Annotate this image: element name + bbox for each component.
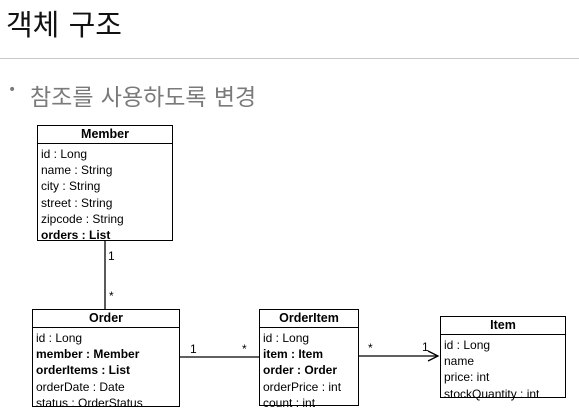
item-attributes: id : Long name price: int stockQuantity …: [441, 335, 565, 402]
item-end-multiplicity: 1: [422, 340, 429, 354]
member-attributes: id : Long name : String city : String st…: [38, 144, 172, 243]
item-attr-id: id : Long: [444, 338, 491, 352]
orderitem-attr-count: count : int: [263, 395, 316, 410]
bullet-marker: •: [8, 82, 17, 98]
member-attr-street: street : String: [41, 195, 113, 210]
orderitem-attr-order: order : Order: [263, 363, 338, 378]
member-attr-id: id : Long: [41, 147, 88, 161]
order-class-name: Order: [33, 310, 179, 328]
order-attr-orderitems: orderItems : List: [36, 363, 131, 378]
order-end-multiplicity: *: [109, 289, 114, 303]
orderitem-attr-orderprice: orderPrice : int: [263, 379, 342, 394]
item-class: Item id : Long name price: int stockQuan…: [440, 316, 566, 401]
orderitem-attr-item: item : Item: [263, 347, 324, 362]
member-attr-city: city : String: [41, 179, 101, 194]
title-divider: [0, 58, 579, 59]
slide-title: 객체 구조: [6, 8, 122, 42]
item-attr-price: price: int: [444, 370, 490, 385]
member-attr-orders: orders : List: [41, 228, 111, 243]
orderitem-class-name: OrderItem: [260, 310, 358, 328]
orderitem-attr-id: id : Long: [263, 331, 310, 345]
order-attr-orderdate: orderDate : Date: [36, 379, 125, 394]
order-class: Order id : Long member : Member orderIte…: [32, 309, 180, 410]
member-end-multiplicity: 1: [108, 249, 115, 263]
member-attr-zipcode: zipcode : String: [41, 211, 124, 226]
order-attr-status: status : OrderStatus: [36, 395, 143, 410]
order-attr-id: id : Long: [36, 331, 83, 345]
order-attributes: id : Long member : Member orderItems : L…: [33, 328, 179, 411]
orderitem-to-item-source-multiplicity: *: [368, 341, 373, 355]
bullet-text: 참조를 사용하도록 변경: [30, 85, 257, 111]
orderitem-side-multiplicity: *: [242, 342, 247, 356]
item-attr-stockquantity: stockQuantity : int: [444, 386, 540, 401]
item-attr-name: name: [444, 354, 475, 369]
order-attr-member: member : Member: [36, 347, 140, 362]
member-class: Member id : Long name : String city : St…: [37, 125, 173, 243]
member-class-name: Member: [38, 126, 172, 144]
orderitem-class: OrderItem id : Long item : Item order : …: [259, 309, 359, 410]
item-class-name: Item: [441, 317, 565, 335]
order-side-multiplicity: 1: [190, 342, 197, 356]
navigation-arrowhead: [427, 350, 440, 362]
orderitem-attributes: id : Long item : Item order : Order orde…: [260, 328, 358, 411]
member-attr-name: name : String: [41, 163, 113, 178]
